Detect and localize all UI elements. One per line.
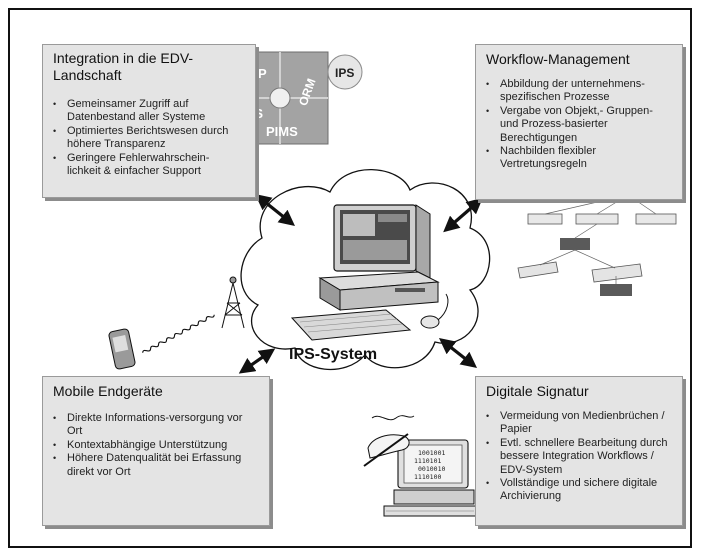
- list-item: Optimiertes Berichtswesen durch höhere T…: [53, 125, 238, 152]
- panel-workflow: Workflow-Management Abbildung der untern…: [475, 44, 683, 200]
- panel-integration: Integration in die EDV-Landschaft Gemein…: [42, 44, 256, 198]
- list-item: Vergabe von Objekt,- Gruppen- und Prozes…: [486, 105, 672, 145]
- signature-computer-icon: 1001001 1110101 0010010 1110100: [363, 415, 477, 517]
- arrow-top-left: [255, 194, 295, 226]
- panel-integration-list: Gemeinsamer Zugriff auf Datenbestand all…: [53, 98, 238, 178]
- binary-line-3: 0010010: [418, 465, 445, 473]
- panel-mobile-list: Direkte Informations-versorgung vor Ort …: [53, 412, 259, 479]
- panel-signature-title: Digitale Signatur: [486, 383, 589, 399]
- list-item: Vermeidung von Medienbrüchen / Papier: [486, 410, 672, 437]
- panel-mobile: Mobile Endgeräte Direkte Informations-ve…: [42, 376, 270, 526]
- list-item: Vollständige und sichere digitale Archiv…: [486, 477, 672, 504]
- panel-mobile-title: Mobile Endgeräte: [53, 383, 163, 399]
- panel-signature-list: Vermeidung von Medienbrüchen / Papier Ev…: [486, 410, 672, 504]
- arrow-bottom-right: [438, 338, 478, 368]
- computer-icon: [290, 204, 449, 341]
- panel-workflow-list: Abbildung der unternehmens-spezifischen …: [486, 78, 672, 172]
- puzzle-label-pims: PIMS: [266, 124, 298, 139]
- list-item: Geringere Fehlerwahrschein-lichkeit & ei…: [53, 152, 238, 179]
- panel-signature: Digitale Signatur Vermeidung von Medienb…: [475, 376, 683, 526]
- list-item: Direkte Informations-versorgung vor Ort: [53, 412, 259, 439]
- radio-wave: [142, 314, 215, 353]
- center-label: IPS-System: [289, 346, 378, 363]
- panel-integration-title: Integration in die EDV-Landschaft: [53, 50, 194, 83]
- list-item: Abbildung der unternehmens-spezifischen …: [486, 78, 672, 105]
- connector-arrows: [238, 194, 483, 374]
- binary-line-4: 1110100: [414, 473, 441, 481]
- antenna-icon: [221, 276, 245, 329]
- list-item: Nachbilden flexibler Vertretungsregeln: [486, 145, 672, 172]
- list-item: Gemeinsamer Zugriff auf Datenbestand all…: [53, 98, 238, 125]
- arrow-top-right: [443, 197, 483, 233]
- panel-workflow-title: Workflow-Management: [486, 51, 630, 67]
- list-item: Höhere Datenqualität bei Erfassung direk…: [53, 452, 259, 479]
- puzzle-label-ips: IPS: [335, 66, 354, 80]
- list-item: Evtl. schnellere Bearbeitung durch besse…: [486, 437, 672, 477]
- arrow-bottom-left: [238, 348, 276, 374]
- binary-line-1: 1001001: [418, 449, 445, 457]
- mobile-device-icon: [108, 328, 136, 370]
- list-item: Kontextabhängige Unterstützung: [53, 439, 259, 453]
- binary-line-2: 1110101: [414, 457, 441, 465]
